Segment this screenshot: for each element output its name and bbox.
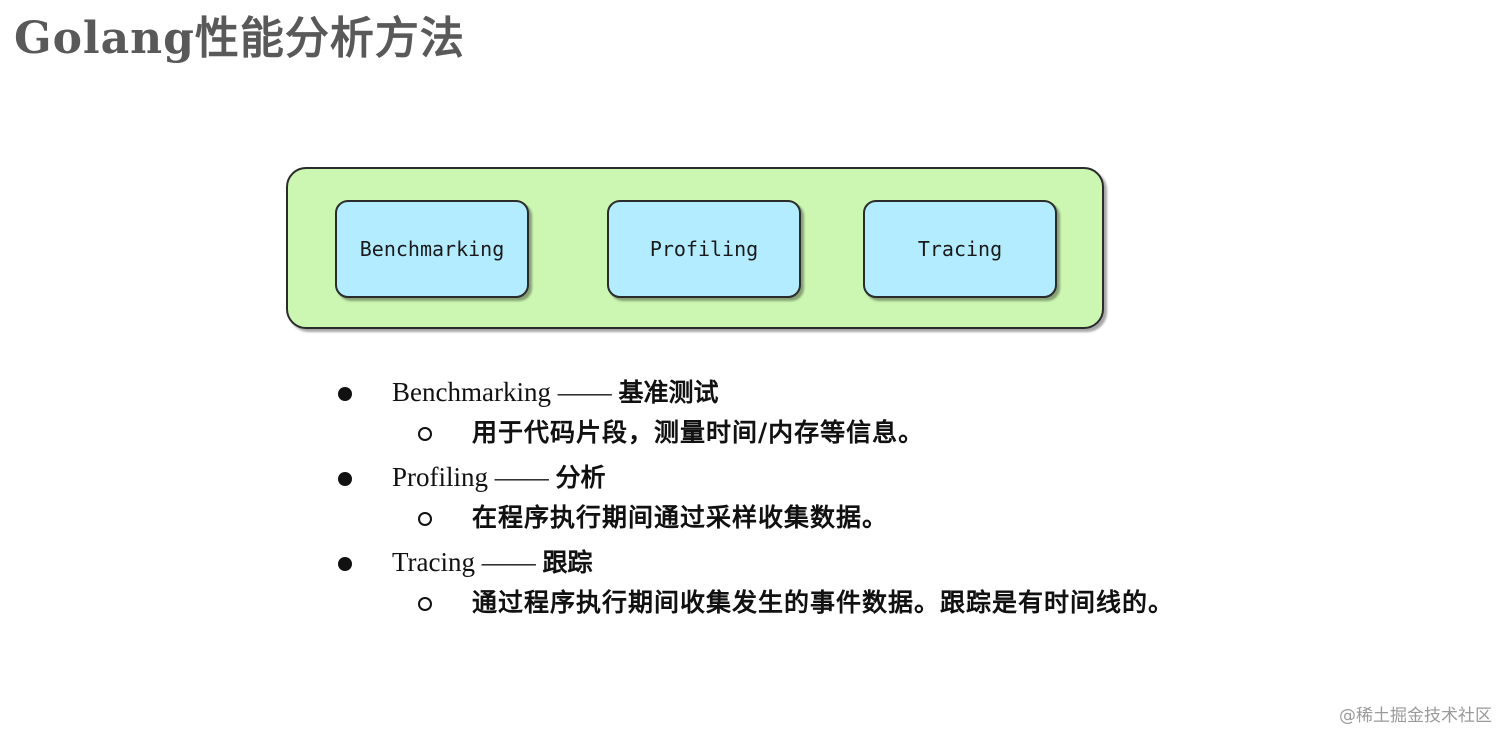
page-title: Golang性能分析方法 bbox=[14, 13, 465, 64]
bullet-dot-icon bbox=[338, 557, 352, 571]
bullet-dash: —— bbox=[494, 462, 549, 492]
bullet-term: Tracing bbox=[392, 547, 476, 577]
bullet-term: Profiling bbox=[392, 462, 489, 492]
hollow-circle-icon bbox=[418, 597, 432, 611]
hollow-circle-icon bbox=[418, 427, 432, 441]
bullet-dot-icon bbox=[338, 472, 352, 486]
bullet-meaning: 分析 bbox=[555, 463, 606, 492]
node-profiling: Profiling bbox=[607, 200, 801, 298]
sub-bullet-text: 用于代码片段，测量时间/内存等信息。 bbox=[472, 418, 925, 447]
node-tracing: Tracing bbox=[863, 200, 1057, 298]
methods-diagram: Benchmarking Profiling Tracing bbox=[286, 167, 1104, 329]
bullet-dash: —— bbox=[481, 547, 536, 577]
watermark: @稀土掘金技术社区 bbox=[1339, 706, 1492, 726]
bullet-meaning: 跟踪 bbox=[542, 548, 593, 577]
bullet-dot-icon bbox=[338, 387, 352, 401]
bullet-term: Benchmarking bbox=[392, 377, 551, 407]
sub-bullet-text: 通过程序执行期间收集发生的事件数据。跟踪是有时间线的。 bbox=[472, 588, 1175, 617]
bullet-dash: —— bbox=[557, 377, 612, 407]
node-benchmarking: Benchmarking bbox=[335, 200, 529, 298]
sub-bullet-text: 在程序执行期间通过采样收集数据。 bbox=[472, 503, 889, 532]
bullet-meaning: 基准测试 bbox=[618, 378, 719, 407]
hollow-circle-icon bbox=[418, 512, 432, 526]
